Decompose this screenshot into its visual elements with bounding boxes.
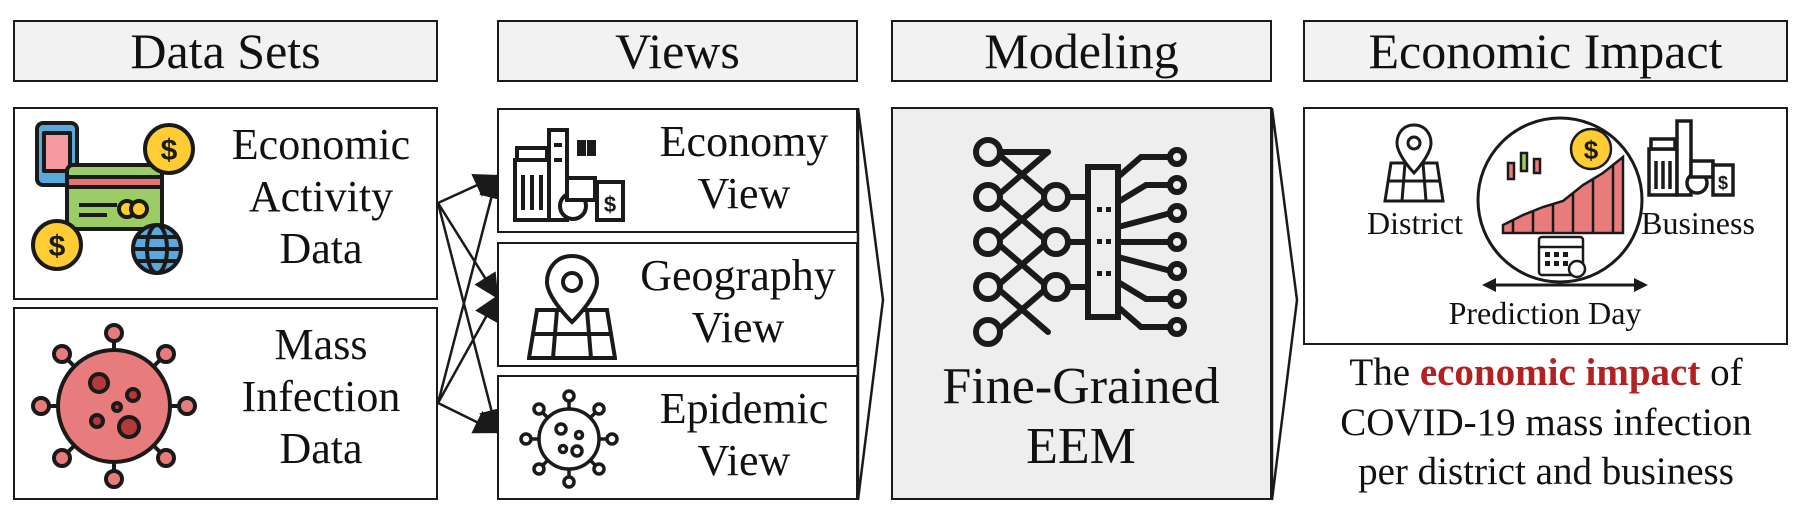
chevron-views-to-modeling [856, 107, 885, 501]
payment-icon: $ $ [27, 117, 202, 287]
economy-view-box: $ Economy View [497, 108, 858, 233]
arrow-econ-to-geography [436, 202, 499, 300]
city-icon: $ [509, 120, 629, 225]
epidemic-line2: View [697, 435, 791, 485]
svg-text:$: $ [1718, 173, 1728, 193]
prediction-day-arrow [1482, 278, 1648, 292]
mass-infection-data-box: Mass Infection Data [13, 307, 438, 500]
map-pin-icon [527, 250, 617, 362]
mass-line3: Data [279, 423, 363, 473]
svg-text:$: $ [49, 230, 66, 263]
virus-icon [29, 321, 199, 491]
geography-view-label: Geography View [617, 250, 859, 354]
neural-network-icon [966, 127, 1196, 357]
summary-line3: per district and business [1358, 450, 1734, 494]
epidemic-view-box: Epidemic View [497, 375, 858, 500]
mass-line2: Infection [241, 371, 401, 421]
summary-line2: COVID-19 mass infection [1340, 400, 1752, 444]
arrow-mass-to-epidemic [437, 401, 500, 434]
district-map-icon [1383, 121, 1445, 205]
business-city-icon: $ [1645, 115, 1737, 199]
modeling-header: Modeling [891, 20, 1272, 82]
mass-infection-label: Mass Infection Data [210, 319, 432, 475]
impact-header-label: Economic Impact [1368, 23, 1723, 79]
business-label: Business [1641, 205, 1755, 241]
summary-line1: The economic impact of [1296, 348, 1796, 398]
economic-line1: Economic [231, 120, 411, 169]
arrow-mass-to-economy [436, 173, 504, 404]
economic-line2: Activity [248, 171, 394, 221]
modeling-box: Fine-Grained EEM [891, 107, 1272, 500]
svg-text:$: $ [604, 192, 616, 217]
chevron-modeling-to-impact [1270, 107, 1299, 501]
datasets-header-label: Data Sets [130, 23, 321, 79]
economy-line1: Economy [659, 117, 829, 166]
economic-activity-data-box: $ $ Economic Activity Data [13, 107, 438, 300]
svg-text:$: $ [161, 134, 178, 167]
arrow-econ-to-epidemic [436, 202, 504, 435]
summary-part2: of [1700, 351, 1743, 394]
geography-view-box: Geography View [497, 242, 858, 367]
summary-highlight: economic impact [1419, 351, 1701, 394]
modeling-line1: Fine-Grained [942, 358, 1220, 415]
views-header: Views [497, 20, 858, 82]
modeling-label: Fine-Grained EEM [893, 357, 1269, 477]
prediction-day-label: Prediction Day [1448, 295, 1642, 331]
geography-line2: View [691, 302, 785, 352]
economy-view-label: Economy View [629, 116, 859, 220]
virus-outline-icon [519, 389, 619, 489]
modeling-line2: EEM [1026, 417, 1136, 475]
mass-line1: Mass [274, 320, 368, 369]
economic-line3: Data [279, 223, 363, 273]
geography-line1: Geography [640, 251, 836, 300]
views-header-label: Views [615, 23, 740, 79]
epidemic-line1: Epidemic [659, 384, 829, 433]
growth-chart-icon: $ [1473, 113, 1647, 287]
impact-header: Economic Impact [1303, 20, 1788, 82]
impact-box: District $ [1303, 107, 1788, 345]
district-label: District [1367, 205, 1463, 241]
impact-summary: The economic impact of COVID-19 mass inf… [1296, 348, 1796, 497]
economy-line2: View [697, 168, 791, 218]
svg-text:$: $ [1584, 135, 1599, 165]
arrow-mass-to-geography [436, 294, 499, 404]
arrow-econ-to-economy [437, 173, 500, 205]
summary-part1: The [1349, 351, 1420, 394]
modeling-header-label: Modeling [984, 23, 1179, 79]
datasets-header: Data Sets [13, 20, 438, 82]
economic-activity-label: Economic Activity Data [210, 119, 432, 275]
epidemic-view-label: Epidemic View [629, 383, 859, 487]
